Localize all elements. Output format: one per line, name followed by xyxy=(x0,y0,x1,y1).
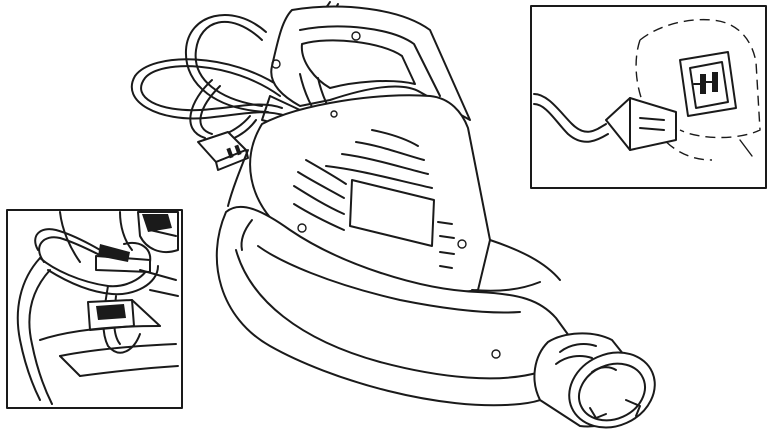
blower-nozzle xyxy=(533,332,656,429)
inset-plug-connection xyxy=(530,5,767,189)
blower-handle xyxy=(261,5,471,131)
blower-main-illustration xyxy=(130,1,656,429)
inset-cord-retainer xyxy=(6,209,183,409)
extension-cord-coil xyxy=(130,1,339,171)
